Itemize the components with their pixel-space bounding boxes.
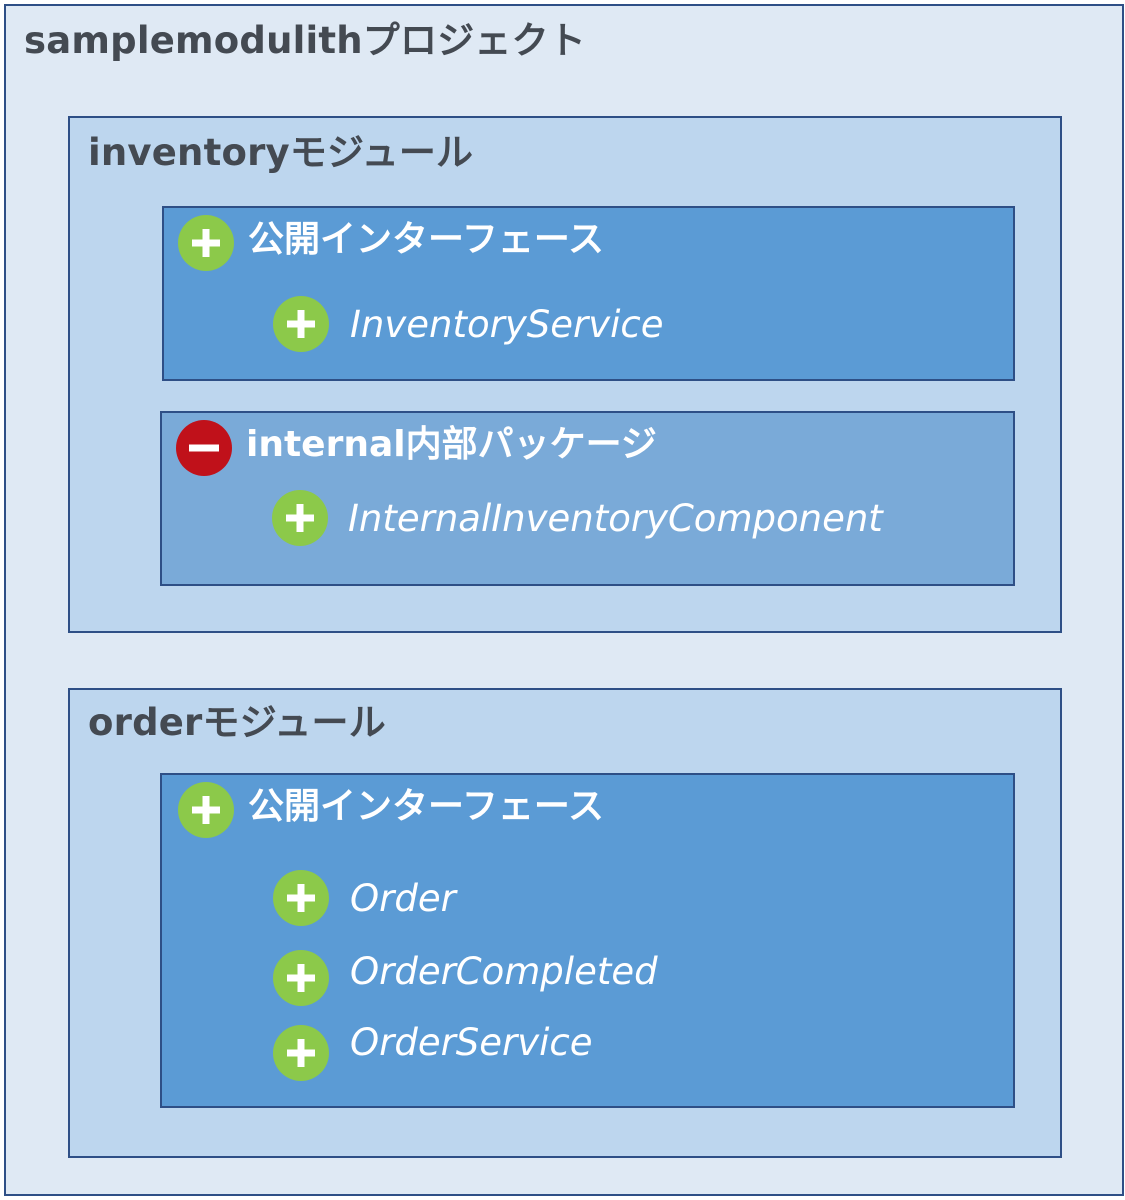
inventory-internal-package [160,411,1015,586]
inventory-public-package [162,206,1015,381]
project-title: samplemodulithプロジェクト [24,19,586,62]
plus-icon [178,782,234,838]
inventory-module-title: inventoryモジュール [88,131,474,174]
plus-icon [273,950,329,1006]
inventory-internal-package-title: internal内部パッケージ [246,424,657,465]
order-public-package-title: 公開インターフェース [248,786,605,827]
minus-icon [176,420,232,476]
class-order: Order [350,877,456,920]
inventory-public-package-title: 公開インターフェース [248,219,605,260]
plus-icon [273,870,329,926]
plus-icon [273,1025,329,1081]
order-module-title: orderモジュール [88,701,386,744]
plus-icon [273,296,329,352]
class-order-completed: OrderCompleted [350,950,658,993]
plus-icon [178,215,234,271]
class-inventory-service: InventoryService [350,303,664,346]
class-order-service: OrderService [350,1021,593,1064]
plus-icon [272,490,328,546]
class-internal-inventory-component: InternalInventoryComponent [348,497,883,540]
